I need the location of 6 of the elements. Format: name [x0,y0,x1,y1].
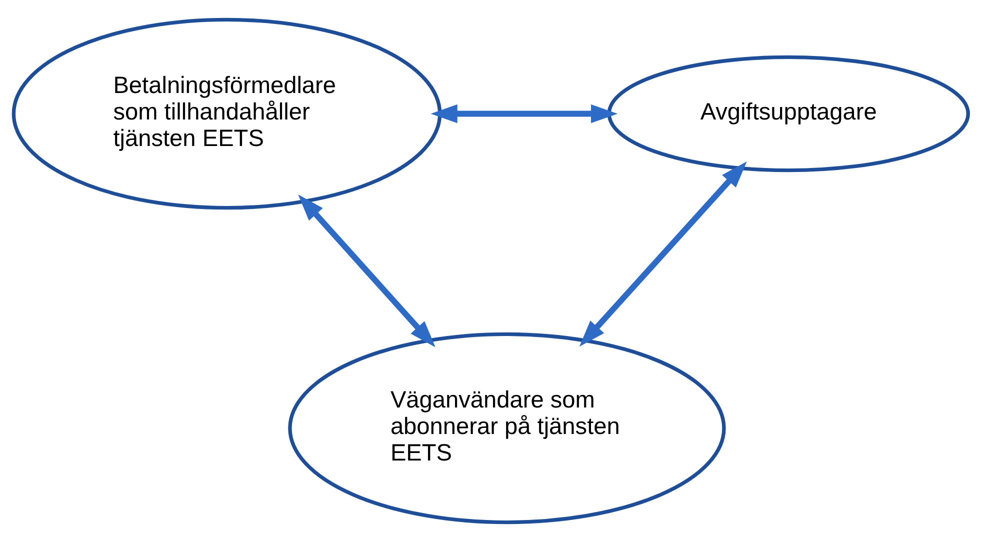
arrow [298,194,436,347]
node-ellipse: Väganvändare som abonnerar på tjänsten EETS [288,332,726,524]
arrow [579,160,747,346]
node-ellipse: Betalningsförmedlare som tillhandahåller tjänsten EETS [12,17,442,210]
node-ellipse: Avgiftsupptagare [607,54,970,172]
arrow [430,104,618,123]
